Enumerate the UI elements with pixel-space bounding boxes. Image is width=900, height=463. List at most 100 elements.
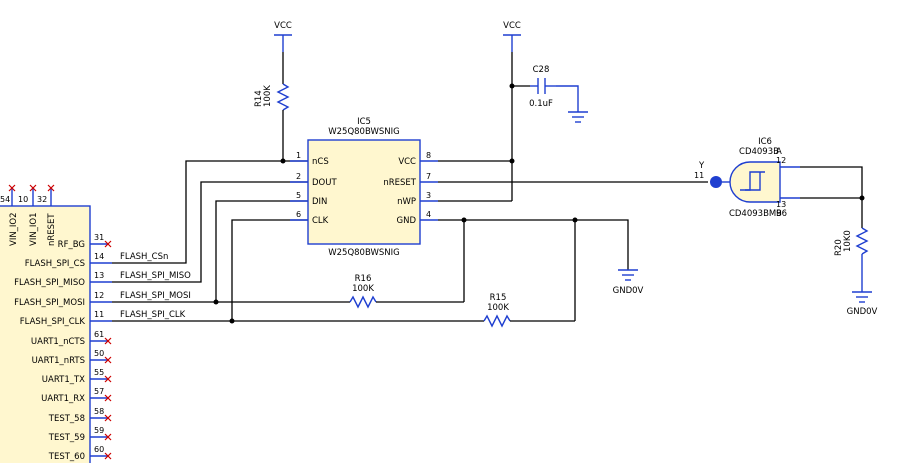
ic6-unit-b: B [776,209,782,219]
junction-dot [229,318,235,324]
mcu-pin-name: FLASH_SPI_MOSI [14,298,85,308]
mcu-pin-num: 32 [37,195,47,204]
ic6-pin-num: 11 [694,171,704,180]
mcu-pin-num: 55 [94,368,104,377]
ic5-part-top: W25Q80BWSNIG [328,127,400,137]
mcu-pin-num: 14 [94,252,104,261]
ic5-pin-num: 8 [426,151,431,160]
ic5-pin-name: VCC [398,157,416,167]
mcu-pin-name: UART1_RX [41,394,85,404]
net-label: FLASH_CSn [120,252,168,262]
junction-dot [213,299,219,305]
r15-resistor: R15 100K [232,293,575,328]
ic5-ref: IC5 [357,117,371,127]
c28-ref: C28 [533,65,550,75]
ic5-flash-chip: IC5 W25Q80BWSNIG W25Q80BWSNIG 1 2 5 6 nC… [290,117,438,258]
mcu-pin-num: 57 [94,387,104,396]
mcu-pin-name: nRESET [47,213,57,246]
r14-resistor: VCC R14 100K [254,21,292,161]
ic5-pin-num: 2 [296,172,301,181]
ic5-pin-num: 6 [296,210,301,219]
ic5-pin-num: 7 [426,172,431,181]
ic5-pin-num: 5 [296,191,301,200]
ic5-pin-num: 3 [426,191,431,200]
ic6-ref: IC6 [758,137,772,147]
gnd-label: GND0V [847,307,878,317]
junction-dot [461,217,467,223]
ic6-part-top: CD4093B [739,147,779,157]
r14-value: 100K [263,85,273,107]
mcu-pin-num: 61 [94,330,104,339]
mcu-pin-num: 11 [94,310,104,319]
mcu-pin-num: 31 [94,233,104,242]
r14-ref: R14 [254,90,264,107]
ic5-body [307,139,421,245]
mcu-pin-name: UART1_nRTS [32,356,85,366]
mcu-pin-name: FLASH_SPI_MISO [14,278,85,288]
mcu-pin-num: 60 [94,445,104,454]
ic5-pin-name: DIN [312,197,327,207]
ic5-pin-name: nWP [397,197,416,207]
junction-dot [572,217,578,223]
vcc-c28-network: VCC C28 0.1uF [438,21,588,202]
ic5-pin-name: GND [397,216,417,226]
gnd-label: GND0V [613,286,644,296]
vcc-label: VCC [274,21,292,31]
r20-ref: R20 [834,239,844,256]
net-label: FLASH_SPI_CLK [120,310,186,320]
mcu-pin-name: TEST_58 [48,414,85,424]
vcc-label: VCC [503,21,521,31]
no-connect-marker [8,184,55,192]
net-wires [112,160,308,322]
mcu-pin-name: VIN_IO1 [29,212,39,246]
mcu-pin-name: VIN_IO2 [9,212,19,246]
ic6-out-name: Y [698,161,705,171]
mcu-pin-num: 10 [18,195,28,204]
junction-dot [509,83,515,89]
net-label: FLASH_SPI_MOSI [120,291,191,301]
mcu-pin-num: 58 [94,407,104,416]
c28-value: 0.1uF [529,99,553,109]
r16-value: 100K [352,284,374,294]
r20-resistor: GND0V R20 10K0 [834,227,878,317]
junction-dot [859,195,865,201]
r16-resistor: R16 100K [216,274,464,309]
mcu-body [0,205,91,463]
mcu-pin-num: 12 [94,291,104,300]
inversion-bubble [710,176,722,188]
ic6-nand-gate: IC6 CD4093B A Y 11 12 13 CD4093BM96 B [694,137,800,219]
net-label: FLASH_SPI_MISO [120,271,191,281]
mcu-pin-num: 59 [94,426,104,435]
ic5-pin-name: CLK [312,216,329,226]
mcu-pin-num: 50 [94,349,104,358]
ic6-unit-a: A [776,147,782,157]
r20-value: 10K0 [843,230,853,252]
mcu-pin-num: 54 [0,195,10,204]
ic5-pin-num: 1 [296,151,301,160]
junction-dot [280,158,286,164]
ic5-part-bottom: W25Q80BWSNIG [328,248,400,258]
r15-ref: R15 [490,293,507,303]
ic5-pin-num: 4 [426,210,431,219]
ic5-pin-name: nRESET [383,178,416,188]
ic6-part-bottom: CD4093BM96 [729,209,787,219]
mcu-pin-name: TEST_60 [48,452,85,462]
r16-ref: R16 [355,274,372,284]
ic6-pin-num: 13 [776,200,786,209]
mcu-right-pins: 31 RF_BG 14 FLASH_SPI_CS 13 FLASH_SPI_MI… [14,233,112,462]
mcu-pin-name: FLASH_SPI_CS [25,259,85,269]
mcu-pin-name: TEST_59 [48,433,85,443]
ic5-pin-name: nCS [312,157,329,167]
mcu-pin-name: RF_BG [58,240,85,250]
mcu-pin-name: FLASH_SPI_CLK [20,317,86,327]
mcu-symbol: 54 10 32 VIN_IO2 VIN_IO1 nRESET 31 RF_BG… [0,184,112,463]
r15-value: 100K [487,303,509,313]
ic6-input-wires [800,166,863,228]
ic6-pin-num: 12 [776,156,786,165]
junction-dot [509,158,515,164]
mcu-pin-name: UART1_nCTS [31,337,85,347]
ic5-pin-name: DOUT [312,178,337,188]
ic6-gate-body [729,161,781,203]
mcu-pin-num: 13 [94,271,104,280]
